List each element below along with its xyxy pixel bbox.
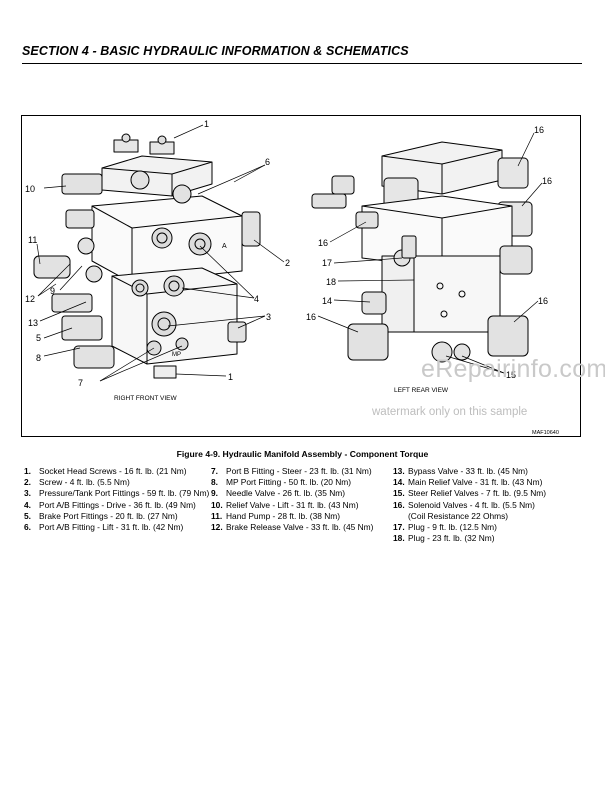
- legend-item: 15.Steer Relief Valves - 7 ft. lb. (9.5 …: [393, 488, 546, 499]
- legend-number: 8.: [211, 477, 218, 488]
- legend-column-1: 1. Socket Head Screws - 16 ft. lb. (21 Nm…: [24, 466, 209, 533]
- legend-item: 14.Main Relief Valve - 31 ft. lb. (43 Nm…: [393, 477, 546, 488]
- legend-number: 6.: [24, 521, 31, 532]
- figure-frame: A MP: [21, 115, 581, 437]
- title-rule: [22, 63, 582, 64]
- legend-item: 18.Plug - 23 ft. lb. (32 Nm): [393, 533, 546, 544]
- legend-text: Socket Head Screws - 16 ft. lb. (21 Nm): [39, 466, 187, 476]
- callout-9: 9: [50, 286, 55, 296]
- legend-text: Pressure/Tank Port Fittings - 59 ft. lb.…: [39, 488, 210, 499]
- callout-16-b: 16: [542, 176, 552, 186]
- legend-item-continuation: (Coil Resistance 22 Ohms): [408, 510, 509, 521]
- legend-text: Relief Valve - Lift - 31 ft. lb. (43 Nm): [226, 499, 359, 510]
- legend-item: 2. Screw - 4 ft. lb. (5.5 Nm): [24, 477, 209, 488]
- watermark-notice: watermark only on this sample: [372, 406, 528, 418]
- legend-item: 12.Brake Release Valve - 33 ft. lb. (45 …: [211, 522, 373, 533]
- callout-16-a: 16: [534, 125, 544, 135]
- legend-number: 11.: [211, 510, 223, 521]
- legend-text: Brake Port Fittings - 20 ft. lb. (27 Nm): [39, 510, 178, 521]
- legend-item: 16.Solenoid Valves - 4 ft. lb. (5.5 Nm): [393, 500, 546, 511]
- right-front-view-assembly: A MP: [33, 133, 261, 379]
- legend-column-3: 13.Bypass Valve - 33 ft. lb. (45 Nm) 14.…: [393, 466, 546, 544]
- legend-text: Plug - 9 ft. lb. (12.5 Nm): [408, 521, 497, 532]
- legend-number: 13.: [393, 466, 405, 476]
- drawing-id: MAF10640: [532, 430, 559, 436]
- callout-8: 8: [36, 353, 41, 363]
- callout-11: 11: [28, 235, 37, 245]
- legend-number: 10.: [211, 499, 223, 510]
- callout-6: 6: [265, 157, 270, 167]
- left-rear-view-assembly: [311, 141, 533, 363]
- callout-14: 14: [322, 296, 332, 306]
- callout-3: 3: [266, 312, 271, 322]
- callout-5: 5: [36, 333, 41, 343]
- legend-number: 4.: [24, 499, 31, 510]
- callout-1-top: 1: [204, 119, 209, 129]
- callout-16-c: 16: [318, 238, 328, 248]
- legend-text: Screw - 4 ft. lb. (5.5 Nm): [39, 477, 130, 488]
- legend-number: 18.: [393, 533, 405, 544]
- legend-item: 8. MP Port Fitting - 50 ft. lb. (20 Nm): [211, 477, 373, 488]
- legend-item: 5. Brake Port Fittings - 20 ft. lb. (27 N…: [24, 511, 209, 522]
- svg-text:A: A: [222, 243, 227, 250]
- legend-item: 11.Hand Pump - 28 ft. lb. (38 Nm): [211, 511, 373, 522]
- legend-column-2: 7. Port B Fitting - Steer - 23 ft. lb. (3…: [211, 466, 373, 533]
- legend-item: 17.Plug - 9 ft. lb. (12.5 Nm): [393, 522, 546, 533]
- callout-10: 10: [25, 184, 35, 194]
- legend-text: Plug - 23 ft. lb. (32 Nm): [408, 533, 495, 544]
- legend-number: 1.: [24, 466, 31, 476]
- callout-18: 18: [326, 277, 336, 287]
- legend-number: 15.: [393, 488, 405, 499]
- legend-text: Bypass Valve - 33 ft. lb. (45 Nm): [408, 466, 528, 476]
- callout-16-d: 16: [306, 312, 316, 322]
- callout-numbers: 1 6 10 2 11 12 9 13 5 4 8 3 7 1 16 16 16…: [25, 119, 552, 388]
- left-rear-view-label: LEFT REAR VIEW: [394, 387, 449, 394]
- callout-1-bottom: 1: [228, 372, 233, 382]
- legend-text: Port B Fitting - Steer - 23 ft. lb. (31 …: [226, 466, 372, 476]
- legend-text: Hand Pump - 28 ft. lb. (38 Nm): [226, 510, 341, 521]
- callout-2: 2: [285, 258, 290, 268]
- legend-number: 3.: [24, 488, 31, 499]
- legend-number: 5.: [24, 510, 31, 521]
- legend-item: 6. Port A/B Fitting - Lift - 31 ft. lb. (…: [24, 522, 209, 533]
- watermark-brand: eRepairinfo.com: [421, 355, 605, 383]
- callout-4: 4: [254, 294, 259, 304]
- section-title: SECTION 4 - BASIC HYDRAULIC INFORMATION …: [22, 44, 409, 58]
- legend-text: Main Relief Valve - 31 ft. lb. (43 Nm): [408, 477, 543, 488]
- legend-text: Brake Release Valve - 33 ft. lb. (45 Nm): [226, 521, 374, 532]
- legend-text: MP Port Fitting - 50 ft. lb. (20 Nm): [226, 477, 352, 488]
- legend-text: Port A/B Fitting - Lift - 31 ft. lb. (42…: [39, 521, 184, 532]
- callout-leaders: [36, 124, 543, 382]
- legend-number: 2.: [24, 477, 31, 488]
- callout-12: 12: [25, 294, 35, 304]
- legend-number: 7.: [211, 466, 218, 476]
- legend-item: 3. Pressure/Tank Port Fittings - 59 ft. l…: [24, 488, 209, 499]
- legend-number: 9.: [211, 488, 218, 499]
- legend-text: Solenoid Valves - 4 ft. lb. (5.5 Nm): [408, 499, 535, 510]
- legend-item: 1. Socket Head Screws - 16 ft. lb. (21 Nm…: [24, 466, 209, 477]
- legend-item: 7. Port B Fitting - Steer - 23 ft. lb. (3…: [211, 466, 373, 477]
- legend-number: 12.: [211, 521, 223, 532]
- figure-caption: Figure 4-9. Hydraulic Manifold Assembly …: [176, 449, 429, 459]
- callout-17: 17: [322, 258, 332, 268]
- legend-item: 9. Needle Valve - 26 ft. lb. (35 Nm): [211, 488, 373, 499]
- right-front-view-label: RIGHT FRONT VIEW: [114, 395, 177, 402]
- legend-item: 4. Port A/B Fittings - Drive - 36 ft. lb.…: [24, 500, 209, 511]
- hydraulic-manifold-drawing: A MP: [25, 119, 559, 436]
- svg-text:MP: MP: [172, 352, 181, 358]
- callout-16-e: 16: [538, 296, 548, 306]
- legend-text: Needle Valve - 26 ft. lb. (35 Nm): [226, 488, 346, 499]
- callout-13: 13: [28, 318, 38, 328]
- legend-number: 14.: [393, 477, 405, 488]
- legend-item: 10.Relief Valve - Lift - 31 ft. lb. (43 …: [211, 500, 373, 511]
- callout-15: 15: [506, 370, 516, 380]
- legend-number: 17.: [393, 521, 405, 532]
- legend-item: 13.Bypass Valve - 33 ft. lb. (45 Nm): [393, 466, 546, 477]
- legend-text: Port A/B Fittings - Drive - 36 ft. lb. (…: [39, 499, 196, 510]
- callout-7: 7: [78, 378, 83, 388]
- legend-number: 16.: [393, 499, 405, 510]
- legend-text: Steer Relief Valves - 7 ft. lb. (9.5 Nm): [408, 488, 547, 499]
